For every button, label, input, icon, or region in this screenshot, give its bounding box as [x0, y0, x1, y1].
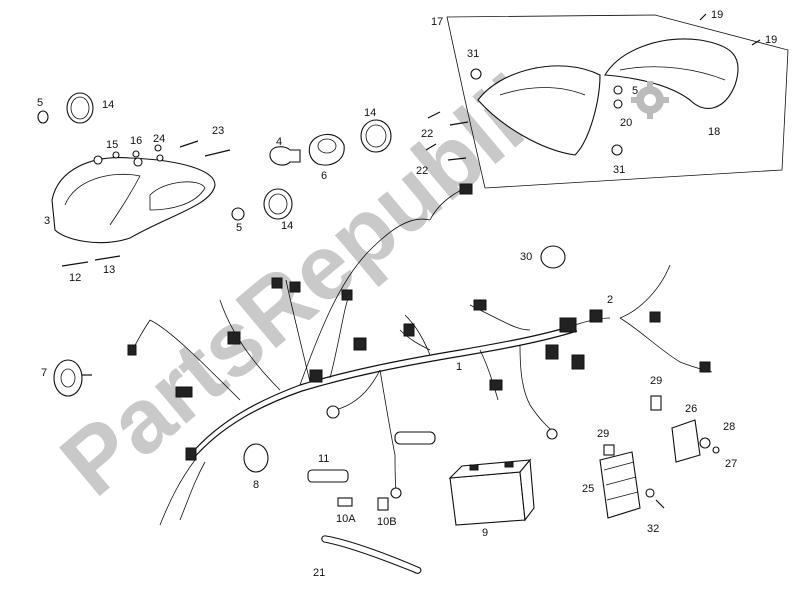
label-32: 32 — [647, 523, 659, 535]
label-26: 26 — [685, 403, 697, 415]
label-6: 6 — [321, 170, 327, 182]
label-9: 9 — [482, 527, 488, 539]
label-5c: 5 — [632, 85, 638, 97]
label-24: 24 — [153, 133, 165, 145]
relay — [671, 419, 701, 463]
label-5b: 5 — [236, 222, 242, 234]
wiring-harness — [127, 183, 713, 526]
bulb-20 — [613, 99, 623, 109]
label-28: 28 — [723, 421, 735, 433]
label-31a: 31 — [467, 48, 479, 60]
label-19a: 19 — [711, 9, 723, 21]
label-22a: 22 — [421, 128, 433, 140]
label-25: 25 — [582, 483, 594, 495]
label-8: 8 — [253, 479, 259, 491]
tail-light-housing-right — [604, 38, 739, 109]
label-3: 3 — [44, 215, 50, 227]
clamp-30 — [540, 245, 566, 269]
voltage-regulator — [599, 451, 641, 519]
fuse-10b — [377, 497, 389, 511]
gear-icon — [631, 81, 669, 119]
label-14a: 14 — [102, 99, 114, 111]
label-14b: 14 — [281, 220, 293, 232]
socket-6 — [308, 133, 345, 166]
label-16: 16 — [130, 135, 142, 147]
bulb-31b — [611, 144, 623, 156]
misc-small-parts — [603, 395, 720, 509]
label-5a: 5 — [37, 97, 43, 109]
bulb-5c — [613, 85, 623, 95]
label-2: 2 — [607, 294, 613, 306]
label-22b: 22 — [416, 165, 428, 177]
label-19b: 19 — [765, 34, 777, 46]
label-23: 23 — [212, 125, 224, 137]
label-30: 30 — [520, 251, 532, 263]
label-7: 7 — [41, 367, 47, 379]
bulb-and-ring-parts — [37, 92, 392, 221]
label-13: 13 — [103, 264, 115, 276]
label-12: 12 — [69, 272, 81, 284]
ring-14b — [263, 188, 293, 220]
label-18: 18 — [708, 126, 720, 138]
bulb-5b — [231, 207, 245, 221]
label-14c: 14 — [364, 107, 376, 119]
clamp-8 — [243, 443, 269, 473]
label-1: 1 — [456, 361, 462, 373]
label-29a: 29 — [650, 375, 662, 387]
label-20: 20 — [620, 117, 632, 129]
fuse-11 — [307, 469, 349, 483]
fuse-10a — [337, 497, 353, 507]
battery — [448, 458, 535, 526]
label-21: 21 — [313, 567, 325, 579]
label-27: 27 — [725, 458, 737, 470]
bulb-4 — [269, 146, 301, 166]
label-11: 11 — [318, 453, 329, 465]
tail-light-lens-left — [477, 65, 601, 156]
ring-14c — [360, 119, 392, 153]
label-10b: 10B — [377, 516, 397, 528]
label-10a: 10A — [336, 513, 356, 525]
headlight-assembly — [51, 155, 216, 244]
label-15: 15 — [106, 139, 118, 151]
bulb-5a — [37, 110, 49, 124]
horn — [53, 359, 92, 397]
label-31b: 31 — [613, 164, 625, 176]
label-17: 17 — [431, 16, 443, 28]
bulb-31a — [470, 68, 482, 80]
wire-strap-21 — [321, 535, 422, 574]
label-4: 4 — [276, 136, 282, 148]
label-29b: 29 — [597, 428, 609, 440]
tail-light-panel — [446, 13, 789, 189]
part-labels: 1 2 3 4 5 5 5 6 7 8 9 10A 10B 11 12 13 1… — [37, 9, 777, 579]
small-fasteners — [61, 111, 469, 267]
